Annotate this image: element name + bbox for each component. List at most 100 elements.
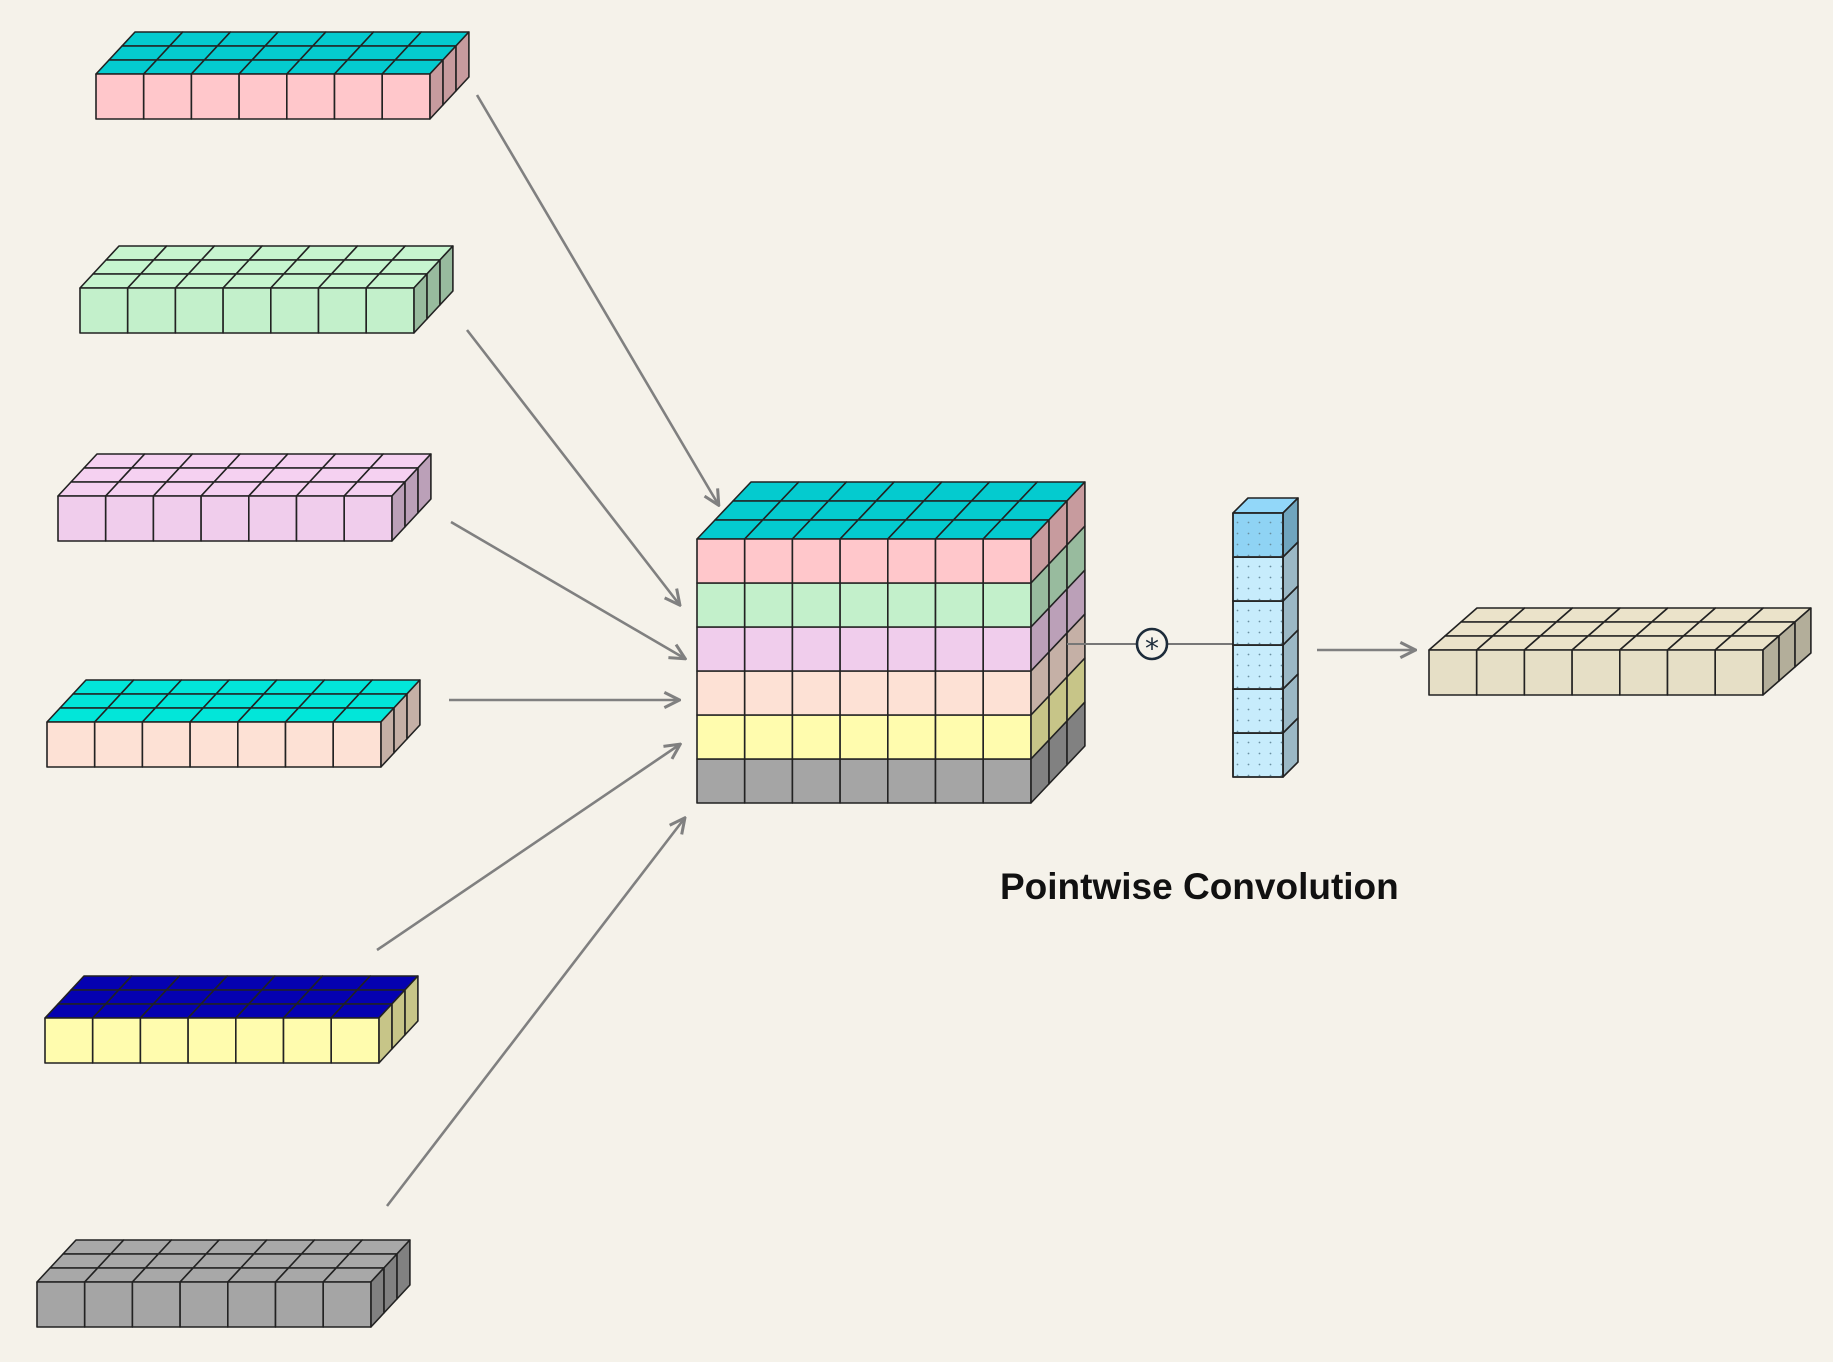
output-map-front-cell bbox=[1619, 649, 1669, 696]
stacked-tensor-front-cell bbox=[743, 582, 794, 628]
input-channel-3-front-cell bbox=[152, 495, 202, 542]
input-channel-2-front-cell bbox=[222, 287, 272, 334]
input-channel-2-front-cell bbox=[79, 287, 129, 334]
arrow-channel-2 bbox=[465, 329, 679, 604]
input-channel-5 bbox=[44, 975, 419, 1064]
kernel-column-front-texture bbox=[1232, 600, 1284, 646]
output-map-front-cell bbox=[1428, 649, 1478, 696]
output-map-front-cell bbox=[1475, 649, 1526, 696]
input-channel-4-front-cell bbox=[284, 721, 335, 768]
input-channel-3-front-cell bbox=[248, 495, 298, 542]
input-channel-1-front-cell bbox=[142, 73, 193, 120]
stacked-tensor-front-cell bbox=[934, 758, 985, 804]
stacked-tensor-front-cell bbox=[886, 582, 937, 628]
stacked-tensor-front-cell bbox=[791, 758, 841, 804]
stacked-tensor-front-cell bbox=[791, 538, 841, 584]
stacked-tensor-front-cell bbox=[839, 758, 889, 804]
stacked-tensor-front-cell bbox=[743, 538, 794, 584]
input-channel-6-front-cell bbox=[274, 1281, 325, 1328]
input-channel-4-front-cell bbox=[141, 721, 191, 768]
stacked-tensor-front-cell bbox=[934, 582, 985, 628]
stacked-tensor-front-cell bbox=[839, 538, 889, 584]
input-channel-1 bbox=[95, 31, 470, 120]
input-channel-6-front-cell bbox=[83, 1281, 134, 1328]
stacked-tensor-front-cell bbox=[839, 670, 889, 716]
stacked-tensor-front-cell bbox=[886, 626, 937, 672]
input-arrows bbox=[376, 94, 718, 1207]
input-channel-5-front-cell bbox=[282, 1017, 333, 1064]
stacked-input-tensor bbox=[696, 481, 1086, 804]
input-channel-1-front-cell bbox=[190, 73, 240, 120]
stacked-tensor-front-cell bbox=[743, 670, 794, 716]
input-channel-3-front-cell bbox=[295, 495, 346, 542]
input-channel-6 bbox=[36, 1239, 411, 1328]
stacked-tensor-front-cell bbox=[886, 758, 937, 804]
convolution-operator-symbol: * bbox=[1145, 632, 1159, 665]
stacked-tensor-front-cell bbox=[934, 670, 985, 716]
stacked-tensor-front-cell bbox=[934, 714, 985, 760]
convolution-operator-circle bbox=[1135, 627, 1169, 661]
convolution-operator: * bbox=[1067, 627, 1236, 665]
input-channel-4-front-cell bbox=[189, 721, 239, 768]
stacked-tensor-front-cell bbox=[982, 582, 1032, 628]
stacked-tensor-front-cell bbox=[791, 626, 841, 672]
arrow-channel-5 bbox=[376, 745, 679, 952]
input-channel-6-front-cell bbox=[322, 1281, 372, 1328]
stacked-tensor-front-cell bbox=[743, 714, 794, 760]
stacked-tensor-front-cell bbox=[696, 582, 746, 628]
output-map bbox=[1428, 607, 1812, 696]
input-channel-2-front-cell bbox=[365, 287, 415, 334]
stacked-tensor-front-cell bbox=[839, 626, 889, 672]
stacked-tensor-front-cell bbox=[791, 714, 841, 760]
stacked-tensor-front-cell bbox=[839, 582, 889, 628]
stacked-tensor-front-cell bbox=[886, 670, 937, 716]
input-channel-4-front-cell bbox=[46, 721, 96, 768]
output-map-front-cell bbox=[1523, 649, 1573, 696]
input-channel-1-front-cell bbox=[381, 73, 431, 120]
input-channel-3-front-cell bbox=[200, 495, 250, 542]
input-channel-6-front-cell bbox=[36, 1281, 86, 1328]
input-channel-4-front-cell bbox=[93, 721, 144, 768]
stacked-tensor bbox=[696, 481, 1086, 804]
kernel-column-front-texture bbox=[1232, 688, 1284, 734]
arrow-channel-1 bbox=[475, 94, 718, 504]
stacked-tensor-front-cell bbox=[934, 626, 985, 672]
input-channel-5-front-cell bbox=[91, 1017, 142, 1064]
kernel-column-front-texture bbox=[1232, 512, 1284, 558]
input-channel-1-front-cell bbox=[285, 73, 336, 120]
stacked-tensor-front-cell bbox=[982, 714, 1032, 760]
input-channel-3-front-cell bbox=[104, 495, 155, 542]
input-channel-2-front-cell bbox=[126, 287, 177, 334]
input-channel-5-front-cell bbox=[235, 1017, 285, 1064]
output-feature-map bbox=[1428, 607, 1812, 696]
input-channel-4-front-cell bbox=[237, 721, 287, 768]
output-map-front-cell bbox=[1714, 649, 1764, 696]
stacked-tensor-front-cell bbox=[696, 670, 746, 716]
kernel-column-front-texture bbox=[1232, 556, 1284, 602]
input-channel-5-front-cell bbox=[187, 1017, 237, 1064]
input-channel-5-front-cell bbox=[139, 1017, 189, 1064]
stacked-tensor-front-cell bbox=[696, 758, 746, 804]
input-channel-4-front-cell bbox=[332, 721, 382, 768]
output-map-front-cell bbox=[1666, 649, 1716, 696]
input-channel-2-front-cell bbox=[174, 287, 224, 334]
input-channel-3-front-cell bbox=[343, 495, 393, 542]
stacked-tensor-front-cell bbox=[743, 626, 794, 672]
input-channel-3-front-cell bbox=[57, 495, 107, 542]
stacked-tensor-front-cell bbox=[791, 582, 841, 628]
stacked-tensor-front-cell bbox=[743, 758, 794, 804]
stacked-tensor-front-cell bbox=[982, 538, 1032, 584]
input-channel-1-front-cell bbox=[95, 73, 145, 120]
stacked-tensor-front-cell bbox=[696, 538, 746, 584]
input-channel-1-front-cell bbox=[333, 73, 384, 120]
stacked-tensor-front-cell bbox=[982, 670, 1032, 716]
kernel-column bbox=[1232, 497, 1299, 778]
stacked-tensor-front-cell bbox=[886, 714, 937, 760]
input-channel-3 bbox=[57, 453, 432, 542]
input-channel-1-front-cell bbox=[238, 73, 288, 120]
stacked-tensor-front-cell bbox=[982, 758, 1032, 804]
input-channel-6-front-cell bbox=[227, 1281, 277, 1328]
input-channel-6-front-cell bbox=[179, 1281, 229, 1328]
input-channel-6-front-cell bbox=[131, 1281, 181, 1328]
